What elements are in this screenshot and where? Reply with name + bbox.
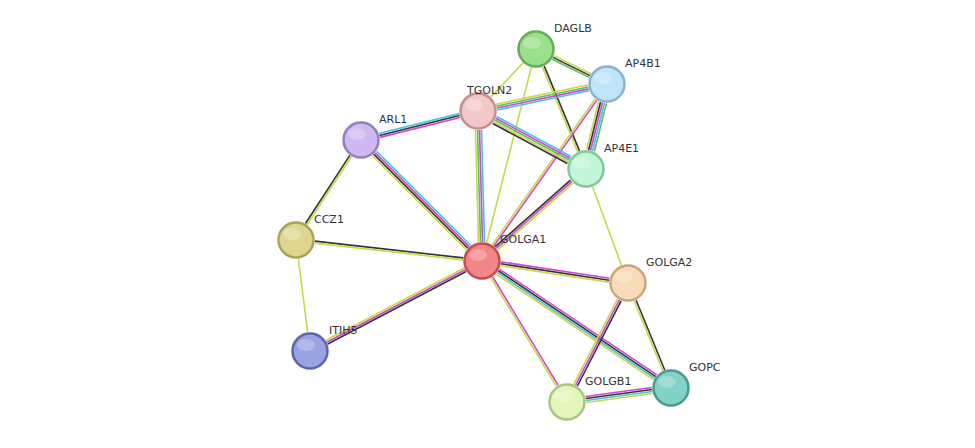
node-circle xyxy=(277,221,315,259)
interaction-edge xyxy=(593,187,622,265)
evidence-line xyxy=(498,183,574,250)
interaction-edge xyxy=(552,56,591,78)
node-label: AP4E1 xyxy=(604,142,639,155)
interaction-edge xyxy=(500,262,609,282)
evidence-line xyxy=(497,116,572,156)
interaction-edge xyxy=(379,114,460,138)
protein-node: GOPC xyxy=(652,369,690,407)
evidence-line xyxy=(315,243,463,260)
interaction-edge xyxy=(372,151,470,249)
node-label: GOLGA2 xyxy=(646,256,692,269)
protein-node: TGOLN2 xyxy=(459,92,497,130)
evidence-line xyxy=(494,122,569,162)
node-label: GOLGB1 xyxy=(585,375,631,388)
protein-node: GOLGA2 xyxy=(609,264,647,302)
evidence-line xyxy=(636,300,665,370)
node-circle xyxy=(588,65,626,103)
evidence-line xyxy=(542,67,577,152)
protein-node: ARL1 xyxy=(342,121,380,159)
interaction-edge xyxy=(574,299,621,386)
evidence-line xyxy=(586,392,652,401)
node-circle xyxy=(517,30,555,68)
evidence-line xyxy=(586,390,652,399)
node-circle xyxy=(609,264,647,302)
evidence-line xyxy=(328,272,466,344)
evidence-line xyxy=(553,57,590,75)
evidence-line xyxy=(377,151,471,245)
evidence-line xyxy=(544,66,579,151)
interaction-edge xyxy=(542,66,579,152)
interaction-edge xyxy=(476,130,485,242)
evidence-line xyxy=(634,301,663,371)
protein-node: CCZ1 xyxy=(277,221,315,259)
node-circle xyxy=(463,242,501,280)
node-circle xyxy=(342,121,380,159)
evidence-line xyxy=(501,262,609,278)
evidence-line xyxy=(496,118,571,158)
evidence-line xyxy=(552,59,589,77)
node-circle xyxy=(291,332,329,370)
evidence-line xyxy=(476,130,479,242)
protein-node: ITIH5 xyxy=(291,332,329,370)
interaction-edge xyxy=(326,268,466,344)
interaction-edge xyxy=(634,300,664,371)
evidence-line xyxy=(496,182,572,249)
evidence-line xyxy=(495,120,570,160)
evidence-line xyxy=(491,278,556,386)
node-label: AP4B1 xyxy=(625,57,661,70)
evidence-line xyxy=(379,114,459,134)
protein-node: GOLGB1 xyxy=(548,383,586,421)
evidence-line xyxy=(495,180,571,247)
evidence-line xyxy=(500,266,608,282)
evidence-line xyxy=(586,394,652,403)
node-label: CCZ1 xyxy=(314,213,344,226)
node-circle xyxy=(567,150,605,188)
evidence-line xyxy=(501,264,609,280)
evidence-line xyxy=(326,268,464,340)
interaction-edge xyxy=(495,180,573,250)
protein-node: AP4B1 xyxy=(588,65,626,103)
node-label: ARL1 xyxy=(379,113,407,126)
node-circle xyxy=(548,383,586,421)
node-circle xyxy=(652,369,690,407)
interaction-edge xyxy=(298,259,307,332)
evidence-line xyxy=(298,259,307,332)
evidence-line xyxy=(327,270,465,342)
interaction-edge xyxy=(585,388,652,403)
node-label: GOLGA1 xyxy=(500,233,546,246)
node-label: TGOLN2 xyxy=(467,84,512,97)
protein-node: GOLGA1 xyxy=(463,242,501,280)
node-label: ITIH5 xyxy=(329,324,357,337)
evidence-line xyxy=(493,124,568,164)
evidence-line xyxy=(372,156,466,250)
evidence-line xyxy=(593,187,622,265)
evidence-line xyxy=(577,301,621,386)
evidence-line xyxy=(554,56,591,74)
protein-node: AP4E1 xyxy=(567,150,605,188)
node-label: DAGLB xyxy=(554,22,592,35)
evidence-line xyxy=(315,241,463,258)
interaction-edge xyxy=(493,116,571,163)
evidence-line xyxy=(374,154,468,248)
interaction-edge xyxy=(315,241,463,260)
node-circle xyxy=(459,92,497,130)
evidence-line xyxy=(375,153,469,247)
protein-node: DAGLB xyxy=(517,30,555,68)
node-label: GOPC xyxy=(689,361,721,374)
evidence-line xyxy=(576,300,620,385)
evidence-line xyxy=(574,299,618,384)
